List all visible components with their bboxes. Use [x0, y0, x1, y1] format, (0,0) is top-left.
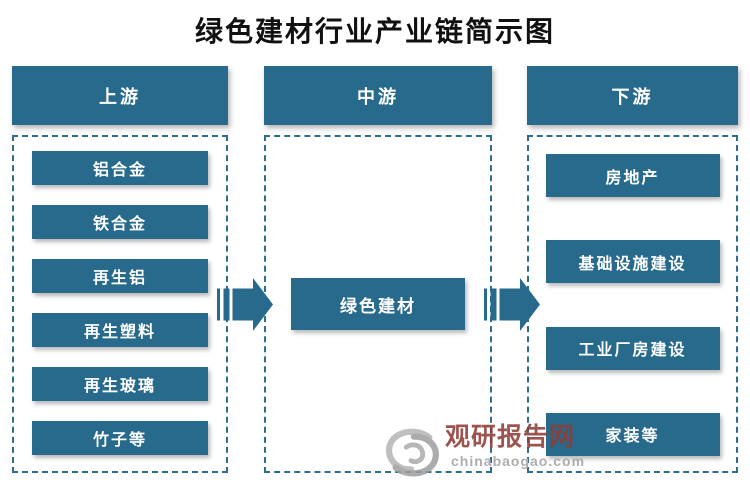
striped-right-arrow-icon	[217, 278, 273, 331]
striped-right-arrow-icon	[484, 278, 540, 331]
midstream-group-box: 绿色建材	[264, 135, 492, 473]
upstream-item-recycled-aluminum: 再生铝	[32, 259, 208, 293]
upstream-item-bamboo: 竹子等	[32, 421, 208, 455]
upstream-header: 上游	[12, 66, 228, 125]
upstream-item-recycled-glass: 再生玻璃	[32, 367, 208, 401]
downstream-item-infrastructure: 基础设施建设	[545, 240, 720, 284]
upstream-item-recycled-plastic: 再生塑料	[32, 313, 208, 347]
upstream-column: 上游 铝合金 铁合金 再生铝 再生塑料 再生玻璃 竹子等	[12, 66, 228, 473]
upstream-group-box: 铝合金 铁合金 再生铝 再生塑料 再生玻璃 竹子等	[12, 135, 228, 473]
downstream-item-home-decoration: 家装等	[545, 412, 720, 456]
downstream-header: 下游	[527, 66, 738, 125]
diagram-title: 绿色建材行业产业链简示图	[194, 17, 555, 48]
midstream-column: 中游 绿色建材	[264, 66, 492, 473]
midstream-header: 中游	[264, 66, 492, 125]
downstream-column: 下游 房地产 基础设施建设 工业厂房建设 家装等	[527, 66, 738, 473]
downstream-group-box: 房地产 基础设施建设 工业厂房建设 家装等	[527, 135, 738, 473]
upstream-item-ferroalloy: 铁合金	[32, 205, 208, 239]
downstream-item-industrial-plant: 工业厂房建设	[545, 326, 720, 370]
upstream-item-aluminum-alloy: 铝合金	[32, 151, 208, 185]
downstream-item-real-estate: 房地产	[545, 154, 720, 197]
midstream-item-green-building-materials: 绿色建材	[291, 278, 465, 330]
